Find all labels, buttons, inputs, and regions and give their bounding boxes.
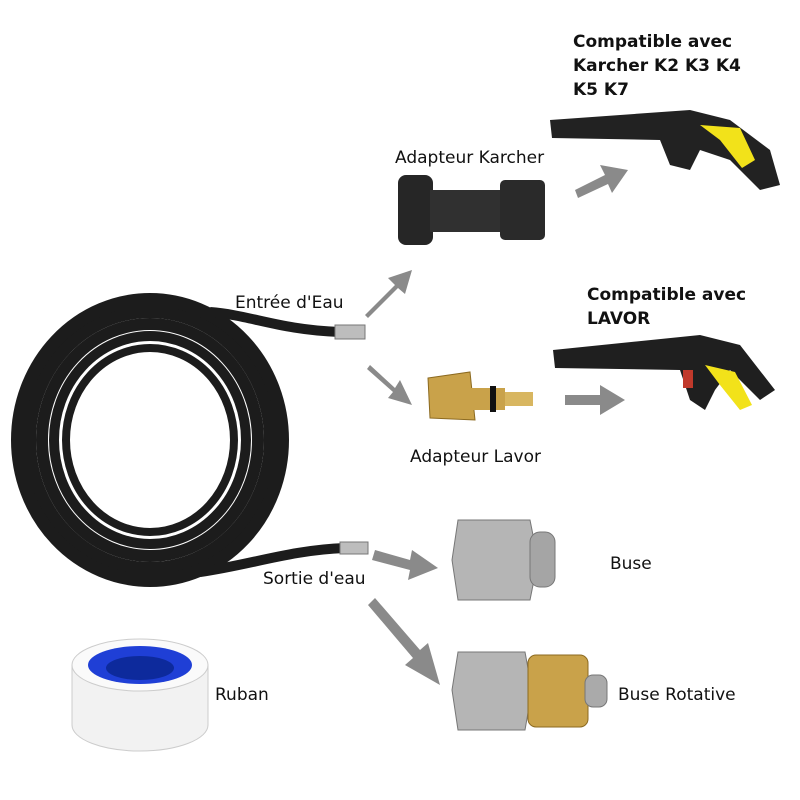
karcher-adapter-image bbox=[398, 175, 545, 245]
tape-label: Ruban bbox=[215, 685, 269, 705]
arrow-icon bbox=[367, 365, 412, 405]
rotary-nozzle-image bbox=[451, 651, 608, 731]
water-outlet-label: Sortie d'eau bbox=[263, 569, 366, 589]
hose-fitting-inlet-icon bbox=[334, 324, 366, 340]
arrow-icon bbox=[372, 550, 438, 580]
hose-coil bbox=[11, 293, 346, 587]
label-line: Karcher K2 K3 K4 bbox=[573, 56, 741, 76]
label-line: Compatible avec bbox=[573, 32, 733, 52]
karcher-gun-image bbox=[550, 110, 780, 190]
hose-fitting-outlet-icon bbox=[339, 541, 369, 555]
label-line: K5 K7 bbox=[573, 80, 629, 100]
arrows bbox=[365, 165, 628, 685]
nozzle-label: Buse bbox=[610, 554, 652, 574]
adapter-lavor-label: Adapteur Lavor bbox=[410, 447, 541, 467]
nozzle-image bbox=[451, 519, 556, 601]
adapter-karcher-label: Adapteur Karcher bbox=[395, 148, 545, 168]
lavor-adapter-image bbox=[427, 371, 533, 421]
label-line: LAVOR bbox=[587, 309, 651, 329]
lavor-gun-image bbox=[553, 335, 775, 410]
arrow-icon bbox=[365, 270, 412, 318]
water-inlet-label: Entrée d'Eau bbox=[235, 293, 344, 313]
karcher-compat-label: Compatible avec Karcher K2 K3 K4 K5 K7 bbox=[573, 30, 741, 102]
tape-roll-image bbox=[71, 638, 209, 752]
label-line: Compatible avec bbox=[587, 285, 747, 305]
arrow-icon bbox=[565, 385, 625, 415]
rotary-nozzle-label: Buse Rotative bbox=[618, 685, 736, 705]
arrow-icon bbox=[368, 598, 440, 685]
lavor-compat-label: Compatible avec LAVOR bbox=[587, 283, 746, 331]
arrow-icon bbox=[575, 165, 628, 198]
